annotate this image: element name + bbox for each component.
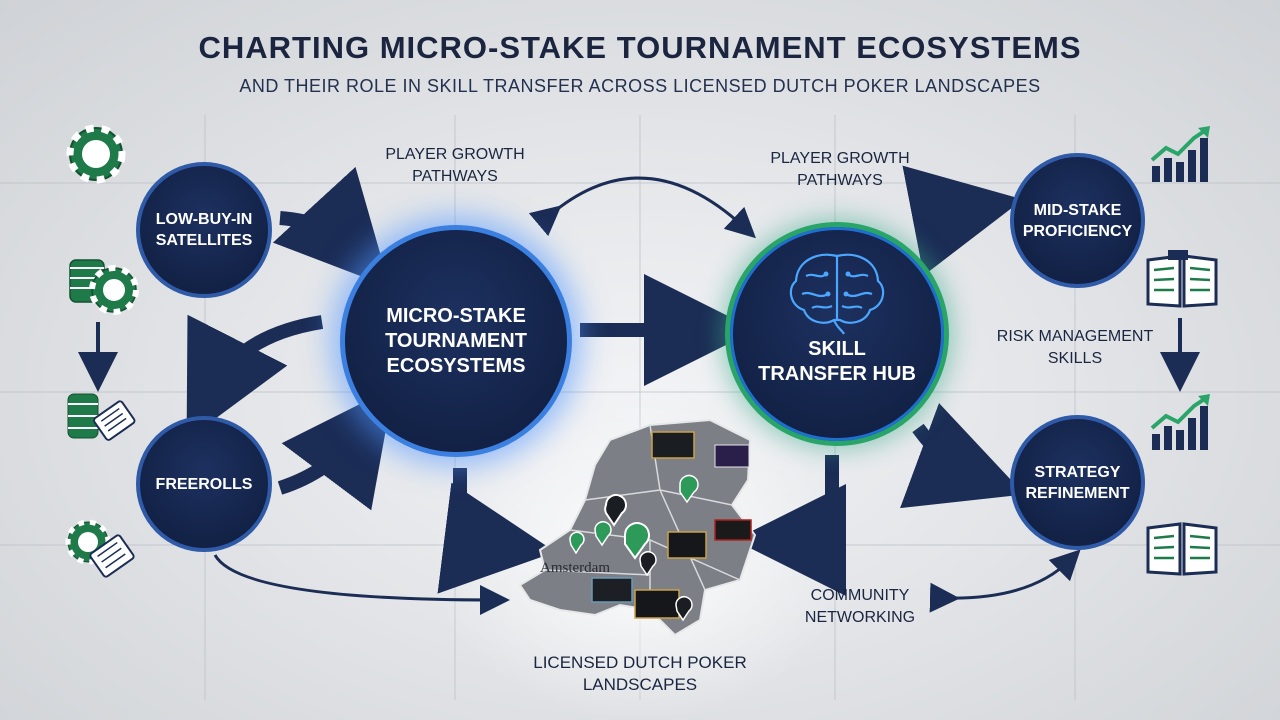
arrow-growth-loop <box>528 176 756 239</box>
casino-logo-icon <box>714 444 750 468</box>
netherlands-map: Amsterdam <box>518 418 757 637</box>
ticket-icon <box>65 519 135 578</box>
node-ecosystems-label: MICRO-STAKE TOURNAMENT ECOSYSTEMS <box>385 304 527 377</box>
poker-chip-icon <box>66 124 126 184</box>
node-hub-label: SKILL TRANSFER HUB <box>758 337 916 385</box>
open-book-icon <box>1146 522 1218 576</box>
node-strategy-label: STRATEGY REFINEMENT <box>1025 463 1130 502</box>
casino-logo-icon <box>714 519 752 541</box>
node-strategy: STRATEGY REFINEMENT <box>1010 415 1145 550</box>
arrow-freerolls-to-ecosystems <box>277 387 394 511</box>
label-community: COMMUNITY NETWORKING <box>804 587 916 626</box>
open-book-icon <box>1146 250 1218 308</box>
page-title: CHARTING MICRO-STAKE TOURNAMENT ECOSYSTE… <box>198 30 1082 65</box>
arrow-community-loop <box>929 549 1081 613</box>
brain-icon <box>789 253 885 335</box>
node-freerolls: FREEROLLS <box>136 416 272 552</box>
arrow-hub-to-strategy <box>900 403 1025 509</box>
node-mid-stake-label: MID-STAKE PROFICIENCY <box>1022 201 1133 240</box>
casino-logo-icon <box>667 531 707 559</box>
casino-logo-icon <box>651 431 695 459</box>
arrow-hub-to-midstake <box>902 165 1023 276</box>
chip-stack-icon <box>69 259 139 315</box>
arrow-satellites-to-ecosystems <box>272 166 390 288</box>
growth-chart-icon <box>1150 394 1210 450</box>
label-growth-right: PLAYER GROWTH PATHWAYS <box>770 150 910 189</box>
label-dutch-landscapes: LICENSED DUTCH POKER LANDSCAPES <box>533 653 747 694</box>
page-subtitle: AND THEIR ROLE IN SKILL TRANSFER ACROSS … <box>239 76 1041 96</box>
label-growth-left: PLAYER GROWTH PATHWAYS <box>385 146 525 185</box>
map-pin-icon <box>569 474 699 622</box>
node-ecosystems: MICRO-STAKE TOURNAMENT ECOSYSTEMS <box>340 225 572 457</box>
arrow-ecosystems-to-map <box>437 468 556 594</box>
node-satellites: LOW-BUY-IN SATELLITES <box>136 162 272 298</box>
ticket-icon <box>67 393 136 441</box>
growth-chart-icon <box>1150 126 1210 182</box>
label-risk: RISK MANAGEMENT SKILLS <box>996 328 1154 367</box>
node-satellites-label: LOW-BUY-IN SATELLITES <box>155 211 253 249</box>
node-mid-stake: MID-STAKE PROFICIENCY <box>1010 153 1145 288</box>
arrow-hub-to-map <box>734 455 847 596</box>
node-freerolls-label: FREEROLLS <box>155 475 253 493</box>
arrow-freerolls-to-map <box>213 554 510 615</box>
casino-logo-icon <box>634 589 680 619</box>
map-city-label: Amsterdam <box>540 560 610 576</box>
casino-logo-icon <box>591 577 633 603</box>
arrow-ecosystems-to-freerolls <box>186 314 324 440</box>
